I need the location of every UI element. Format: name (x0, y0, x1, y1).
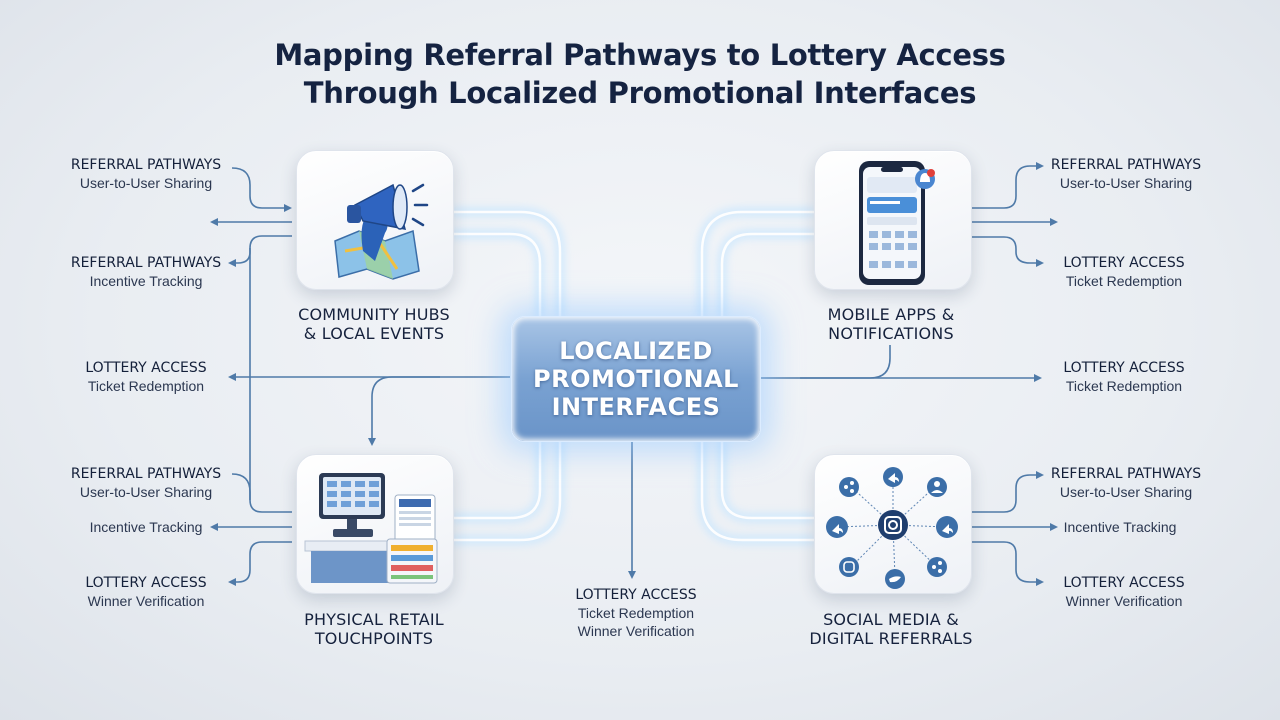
left-label-3-sub: Ticket Redemption (87, 378, 205, 394)
social-label-line-2: DIGITAL REFERRALS (809, 629, 973, 648)
left-label-4-heading: REFERRAL PATHWAYS (70, 466, 222, 482)
right-label-6-sub: Winner Verification (1065, 593, 1183, 609)
retail-terminal-icon (304, 473, 438, 584)
left-label-6-heading: LOTTERY ACCESS (85, 575, 207, 591)
physical-retail-tile (296, 454, 454, 594)
glow-tubes (452, 207, 814, 545)
right-label-2-sub: Ticket Redemption (1065, 273, 1183, 289)
left-connectors (210, 167, 510, 586)
center-line-2: PROMOTIONAL (533, 365, 739, 393)
right-label-2: LOTTERY ACCESS Ticket Redemption (1024, 255, 1224, 290)
right-label-5: Incentive Tracking (1020, 518, 1220, 536)
physical-retail-label: PHYSICAL RETAIL TOUCHPOINTS (264, 610, 484, 648)
right-label-3-sub: Ticket Redemption (1065, 378, 1183, 394)
right-label-1: REFERRAL PATHWAYS User-to-User Sharing (1026, 157, 1226, 192)
left-label-6: LOTTERY ACCESS Winner Verification (46, 575, 246, 610)
community-hubs-label: COMMUNITY HUBS & LOCAL EVENTS (264, 305, 484, 343)
right-connectors (760, 162, 1058, 586)
left-label-3: LOTTERY ACCESS Ticket Redemption (46, 360, 246, 395)
social-label-line-1: SOCIAL MEDIA & (823, 610, 959, 629)
retail-label-line-2: TOUCHPOINTS (314, 629, 434, 648)
mobile-label-line-2: NOTIFICATIONS (828, 324, 954, 343)
right-label-4: REFERRAL PATHWAYS User-to-User Sharing (1026, 466, 1226, 501)
mobile-apps-tile (814, 150, 972, 290)
center-label: LOCALIZED PROMOTIONAL INTERFACES (512, 337, 760, 421)
retail-label-line-1: PHYSICAL RETAIL (304, 610, 444, 629)
left-label-6-sub: Winner Verification (87, 593, 205, 609)
left-label-2-heading: REFERRAL PATHWAYS (70, 255, 222, 271)
mobile-apps-label: MOBILE APPS & NOTIFICATIONS (781, 305, 1001, 343)
left-label-4-sub: User-to-User Sharing (79, 484, 213, 500)
community-label-line-1: COMMUNITY HUBS (298, 305, 450, 324)
megaphone-map-icon (334, 183, 429, 280)
left-label-2-sub: Incentive Tracking (89, 273, 203, 289)
right-label-6-heading: LOTTERY ACCESS (1063, 575, 1185, 591)
bottom-label-sub-1: Ticket Redemption (577, 605, 695, 621)
right-label-3: LOTTERY ACCESS Ticket Redemption (1024, 360, 1224, 395)
community-hubs-tile (296, 150, 454, 290)
left-label-4: REFERRAL PATHWAYS User-to-User Sharing (46, 466, 246, 501)
right-label-1-heading: REFERRAL PATHWAYS (1050, 157, 1202, 173)
community-label-line-2: & LOCAL EVENTS (303, 324, 445, 343)
smartphone-icon (859, 161, 935, 285)
right-label-4-sub: User-to-User Sharing (1059, 484, 1193, 500)
center-node: LOCALIZED PROMOTIONAL INTERFACES (511, 316, 761, 442)
center-line-3: INTERFACES (551, 393, 721, 421)
right-label-5-sub: Incentive Tracking (1063, 519, 1177, 535)
left-label-1: REFERRAL PATHWAYS User-to-User Sharing (46, 157, 246, 192)
right-label-3-heading: LOTTERY ACCESS (1063, 360, 1185, 376)
title-line-1: Mapping Referral Pathways to Lottery Acc… (274, 38, 1006, 72)
left-label-5-sub: Incentive Tracking (89, 519, 203, 535)
bottom-label-sub-2: Winner Verification (577, 623, 695, 639)
center-line-1: LOCALIZED (559, 337, 713, 365)
right-label-6: LOTTERY ACCESS Winner Verification (1024, 575, 1224, 610)
left-label-3-heading: LOTTERY ACCESS (85, 360, 207, 376)
left-label-1-heading: REFERRAL PATHWAYS (70, 157, 222, 173)
bottom-label: LOTTERY ACCESS Ticket Redemption Winner … (536, 587, 736, 640)
mobile-label-line-1: MOBILE APPS & (827, 305, 955, 324)
left-label-5: Incentive Tracking (46, 518, 246, 536)
social-media-tile (814, 454, 972, 594)
page-title: Mapping Referral Pathways to Lottery Acc… (0, 36, 1280, 112)
bottom-label-heading: LOTTERY ACCESS (575, 587, 697, 603)
right-label-1-sub: User-to-User Sharing (1059, 175, 1193, 191)
left-label-2: REFERRAL PATHWAYS Incentive Tracking (46, 255, 246, 290)
social-network-icon (826, 467, 958, 589)
right-label-2-heading: LOTTERY ACCESS (1063, 255, 1185, 271)
right-label-4-heading: REFERRAL PATHWAYS (1050, 466, 1202, 482)
title-line-2: Through Localized Promotional Interfaces (303, 76, 977, 110)
social-media-label: SOCIAL MEDIA & DIGITAL REFERRALS (781, 610, 1001, 648)
left-label-1-sub: User-to-User Sharing (79, 175, 213, 191)
